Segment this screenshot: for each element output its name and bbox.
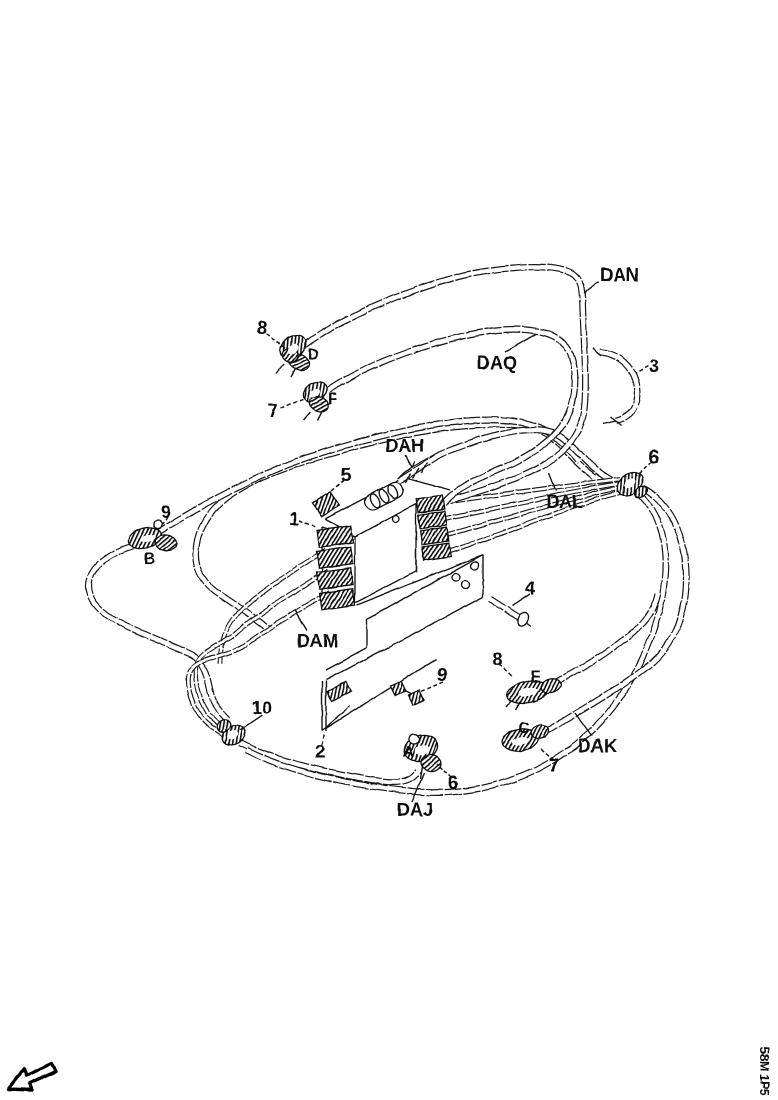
svg-text:DAJ: DAJ xyxy=(397,800,433,820)
svg-text:DAQ: DAQ xyxy=(477,353,517,373)
svg-text:F: F xyxy=(328,391,338,408)
svg-text:DAN: DAN xyxy=(600,265,639,285)
svg-text:8: 8 xyxy=(493,649,503,669)
svg-text:DAK: DAK xyxy=(578,736,617,756)
svg-text:E: E xyxy=(530,669,541,686)
svg-text:DAL: DAL xyxy=(546,492,583,512)
svg-text:C: C xyxy=(518,720,530,737)
svg-text:10: 10 xyxy=(252,698,272,718)
svg-text:DAH: DAH xyxy=(385,436,424,456)
svg-text:DAM: DAM xyxy=(297,631,338,651)
svg-text:3: 3 xyxy=(649,356,659,376)
svg-text:58M 1P5: 58M 1P5 xyxy=(757,1047,772,1096)
svg-text:9: 9 xyxy=(437,665,447,685)
svg-text:A: A xyxy=(403,744,415,761)
svg-text:1: 1 xyxy=(289,509,299,529)
svg-text:D: D xyxy=(308,346,320,363)
svg-text:B: B xyxy=(144,551,156,568)
svg-text:2: 2 xyxy=(315,742,325,762)
svg-text:9: 9 xyxy=(161,502,171,522)
svg-text:7: 7 xyxy=(549,756,559,776)
svg-text:4: 4 xyxy=(525,578,535,598)
svg-text:6: 6 xyxy=(649,447,659,467)
svg-text:8: 8 xyxy=(257,318,267,338)
svg-text:7: 7 xyxy=(268,401,278,421)
svg-text:5: 5 xyxy=(341,465,351,485)
svg-text:6: 6 xyxy=(448,773,458,793)
